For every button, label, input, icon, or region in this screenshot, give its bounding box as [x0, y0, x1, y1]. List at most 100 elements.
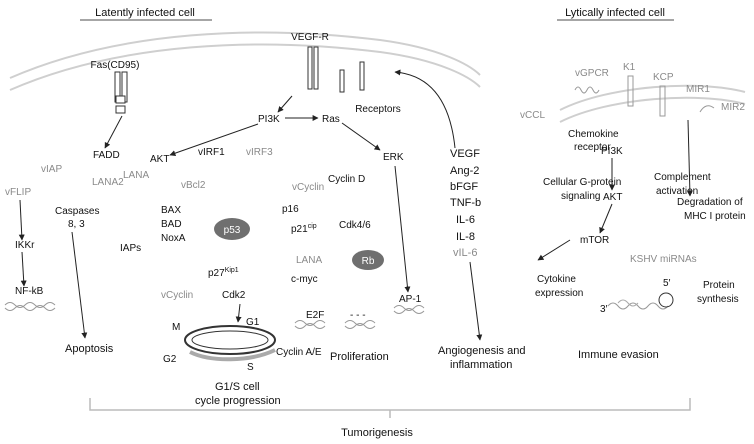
- p27-sup: Kip1: [225, 267, 239, 274]
- complement-label: Complement: [654, 172, 711, 183]
- phase-g1: G1: [246, 317, 260, 328]
- phase-m: M: [172, 322, 180, 333]
- three-prime-label: 3′: [600, 304, 608, 315]
- pi3k-node: PI3K: [258, 114, 280, 125]
- lytic-pi3k-node: PI3K: [601, 146, 623, 157]
- secreted-vegf: VEGF: [450, 148, 480, 160]
- viap-node: vIAP: [41, 164, 62, 175]
- rb-node: Rb: [362, 256, 375, 267]
- cdk46-node: Cdk4/6: [339, 220, 371, 231]
- mrna-icon: [607, 292, 674, 310]
- secreted-vil6: vIL-6: [453, 247, 477, 259]
- pathway-arrows: [18, 69, 693, 341]
- ap1-node: AP-1: [399, 294, 422, 305]
- dashes-label: - - -: [350, 310, 366, 321]
- p16-node: p16: [282, 204, 299, 215]
- erk-node: ERK: [383, 152, 404, 163]
- lytic-receptors-icon: [574, 75, 715, 117]
- phase-g2: G2: [163, 354, 177, 365]
- cdk2-node: Cdk2: [222, 290, 246, 301]
- fadd-node: FADD: [93, 150, 120, 161]
- p53-ellipse: [214, 218, 250, 240]
- five-prime-label: 5′: [663, 278, 671, 289]
- cyclin-ae-node: Cyclin A/E: [276, 347, 322, 358]
- ikkr-node: IKKr: [15, 240, 35, 251]
- cell-cycle-icon: [184, 325, 276, 362]
- caspases-number: 8, 3: [68, 219, 85, 230]
- noxa-node: NoxA: [161, 233, 186, 244]
- dna-icons: [4, 302, 425, 329]
- bax-node: BAX: [161, 205, 181, 216]
- chemokine-label: Chemokine: [568, 129, 619, 140]
- lana2-node: LANA2: [92, 177, 124, 188]
- expression-label: expression: [535, 288, 583, 299]
- p21-label: p21: [291, 224, 308, 235]
- cyclin-d-node: Cyclin D: [328, 174, 365, 185]
- p27-label: p27: [208, 268, 225, 279]
- virf3-node: vIRF3: [246, 147, 273, 158]
- ras-node: Ras: [322, 114, 340, 125]
- receptor-label: receptor: [574, 142, 611, 153]
- proliferation-label: Proliferation: [330, 351, 389, 363]
- akt-node: AKT: [150, 154, 169, 165]
- mtor-node: mTOR: [580, 235, 609, 246]
- secreted-il8: IL-8: [456, 231, 475, 243]
- fas-label: Fas(CD95): [91, 60, 140, 71]
- g1s-label: G1/S cell: [215, 381, 260, 393]
- vegf-receptor-icon: [307, 46, 319, 90]
- immune-evasion-label: Immune evasion: [578, 349, 659, 361]
- cellular-gprotein-label: Cellular G-protein: [543, 177, 621, 188]
- vbcl2-node: vBcl2: [181, 180, 206, 191]
- caspases-node: Caspases: [55, 206, 99, 217]
- secreted-il6: IL-6: [456, 214, 475, 226]
- lana-node-b: LANA: [296, 255, 322, 266]
- secreted-factors-list: VEGF Ang-2 bFGF TNF-b IL-6 IL-8 vIL-6: [450, 148, 481, 259]
- vcyclin-node-b: vCyclin: [292, 182, 324, 193]
- activation-label: activation: [656, 186, 698, 197]
- tumorigenesis-label: Tumorigenesis: [341, 427, 413, 439]
- degradation-label: Degradation of: [677, 197, 743, 208]
- mir2-node: MIR2: [721, 102, 745, 113]
- inflammation-label: inflammation: [450, 359, 512, 371]
- p27-node: p27Kip1: [208, 267, 239, 279]
- iaps-node: IAPs: [120, 243, 141, 254]
- receptors-icon: [339, 61, 365, 93]
- p53-node: p53: [224, 225, 241, 236]
- phase-s: S: [247, 362, 254, 373]
- receptors-label: Receptors: [355, 104, 401, 115]
- synthesis-label: synthesis: [697, 294, 739, 305]
- secreted-tnfb: TNF-b: [450, 197, 481, 209]
- apoptosis-label: Apoptosis: [65, 343, 114, 355]
- e2f-node: E2F: [306, 310, 324, 321]
- secreted-bfgf: bFGF: [450, 181, 478, 193]
- lytic-akt-node: AKT: [603, 192, 622, 203]
- kcp-node: KCP: [653, 72, 674, 83]
- mirnas-label: KSHV miRNAs: [630, 254, 697, 265]
- secreted-ang2: Ang-2: [450, 165, 479, 177]
- cmyc-node: c-myc: [291, 274, 318, 285]
- rb-ellipse: [352, 250, 384, 270]
- protein-label: Protein: [703, 280, 735, 291]
- vegfr-label: VEGF-R: [291, 32, 329, 43]
- lytic-header: Lytically infected cell: [565, 7, 665, 19]
- fas-receptor-icon: [114, 71, 128, 114]
- mir1-node: MIR1: [686, 84, 710, 95]
- cycle-progression-label: cycle progression: [195, 395, 281, 407]
- vflip-node: vFLIP: [5, 187, 31, 198]
- vgpcr-node: vGPCR: [575, 68, 609, 79]
- virf1-node: vIRF1: [198, 147, 225, 158]
- k1-node: K1: [623, 62, 636, 73]
- nfkb-node: NF-kB: [15, 286, 44, 297]
- mhc-label: MHC I protein: [684, 211, 746, 222]
- p21-sup: cip: [308, 223, 317, 230]
- vcyclin-node-a: vCyclin: [161, 290, 193, 301]
- latent-header: Latently infected cell: [95, 7, 195, 19]
- angiogenesis-label: Angiogenesis and: [438, 345, 525, 357]
- p21-node: p21cip: [291, 223, 317, 235]
- lana-node: LANA: [123, 170, 149, 181]
- signaling-label: signaling: [561, 191, 600, 202]
- vccl-node: vCCL: [520, 110, 545, 121]
- cell-membrane: [9, 31, 746, 123]
